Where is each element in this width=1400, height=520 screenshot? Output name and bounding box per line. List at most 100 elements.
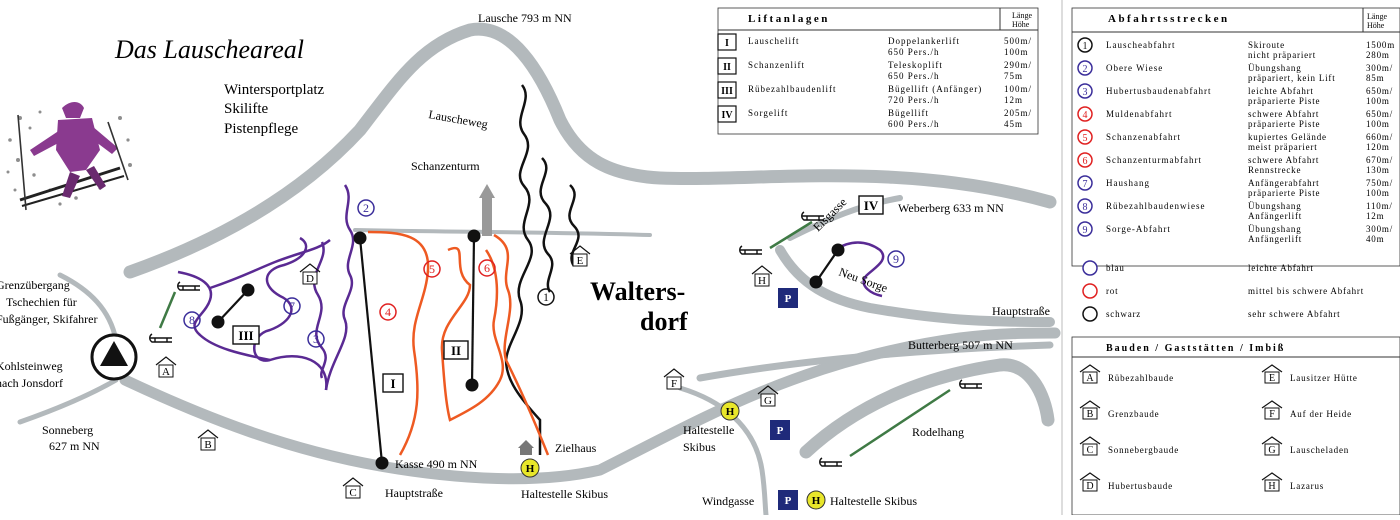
label-haltestelle-2a: Haltestelle [683, 423, 734, 437]
lift-id-box [717, 33, 737, 51]
run-detail: Anfängerabfahrt [1248, 178, 1319, 188]
label-windgasse: Windgasse [702, 494, 754, 508]
label-lauscheweg: Lauscheweg [427, 107, 489, 131]
lift-1-top [353, 231, 367, 245]
run-number-circle [1077, 60, 1093, 76]
label-neu-sorge: Neu Sorge [837, 265, 890, 296]
lift-id: I [725, 38, 729, 49]
run-number: 2 [1083, 64, 1088, 75]
run-number-circle [1077, 106, 1093, 122]
run-name: Rübezahlbaudenwiese [1106, 201, 1205, 211]
sled-icon [149, 333, 172, 343]
lift-3-line [217, 289, 249, 323]
svg-text:B: B [204, 439, 211, 451]
lift-detail: 650 Pers./h [888, 71, 940, 81]
run-name: Lauscheabfahrt [1106, 40, 1175, 50]
hut-icon [1264, 407, 1280, 420]
lift-3-bottom [211, 315, 225, 329]
hut-letter: C [1087, 445, 1094, 456]
bauden-name: Grenzbaude [1108, 409, 1159, 419]
run-name: Obere Wiese [1106, 63, 1163, 73]
schanzenturm-icon [479, 184, 495, 236]
hut-letter: F [1269, 409, 1275, 420]
bauden-name: Hubertusbaude [1108, 481, 1173, 491]
lift-detail: 650 Pers./h [888, 47, 940, 57]
map-title: Das Lauscheareal [114, 35, 304, 64]
legend-label: rot [1106, 286, 1118, 296]
lift-detail: Doppelankerlift [888, 36, 960, 46]
town-label-2: dorf [640, 307, 688, 336]
legend-circle [1082, 306, 1098, 322]
run-marker-9: 9 [893, 252, 899, 266]
run-number: 4 [1083, 110, 1088, 121]
run-marker-5: 5 [429, 262, 435, 276]
run-number-circle [1077, 129, 1093, 145]
hut-letter: H [1268, 481, 1275, 492]
hut-icon-g: G [757, 385, 779, 407]
sleds [149, 211, 982, 467]
run-name: Muldenabfahrt [1106, 109, 1172, 119]
label-grenz-3: Fußgänger, Skifahrer [0, 312, 98, 326]
parking-icons: P P P [770, 288, 798, 510]
run-marker-8: 8 [189, 313, 195, 327]
hut-icon-b: B [197, 429, 219, 451]
run-7-blue [253, 236, 328, 391]
lift-id: III [721, 86, 733, 97]
hut-icon [1082, 443, 1098, 456]
run-number: 7 [1083, 179, 1088, 190]
run-number-circle [1077, 37, 1093, 53]
run-detail: nicht präpariert [1248, 50, 1316, 60]
lift-table-col-length: Länge [1012, 11, 1032, 20]
hut-icon-e: E [569, 245, 591, 267]
sled-line-3 [849, 388, 951, 458]
label-lausche: Lausche 793 m NN [478, 11, 572, 25]
lift-measure: 500m/ [1004, 36, 1032, 46]
blue-runs [177, 184, 885, 391]
label-haltestelle-2b: Skibus [683, 440, 716, 454]
run-3-blue [312, 241, 327, 379]
bauden-name: Rübezahlbaude [1108, 373, 1174, 383]
lift-detail: Teleskoplift [888, 60, 943, 70]
label-weberberg: Weberberg 633 m NN [898, 201, 1004, 215]
hut-icon [1082, 371, 1098, 384]
sled-line-1 [158, 291, 177, 329]
lift-detail: 600 Pers./h [888, 119, 940, 129]
lift-marker-2: II [451, 343, 461, 358]
run-detail: Skiroute [1248, 40, 1285, 50]
hut-letter: E [1269, 373, 1275, 384]
label-rodelhang: Rodelhang [912, 425, 964, 439]
hut-icon [1264, 371, 1280, 384]
road-weberberg-spur [787, 195, 903, 241]
run-marker-2: 2 [363, 201, 369, 215]
svg-text:C: C [349, 487, 356, 499]
run-marker-1: 1 [543, 290, 549, 304]
run-detail: leichte Abfahrt [1248, 86, 1314, 96]
run-detail: Übungshang [1248, 224, 1302, 234]
hut-letter: G [1268, 445, 1275, 456]
run-measure: 650m/ [1366, 86, 1393, 96]
run-detail: präparierte Piste [1248, 96, 1320, 106]
run-measure: 300m/ [1366, 224, 1393, 234]
road-rodelhang [799, 358, 1055, 459]
run-detail: präpariert, kein Lift [1248, 73, 1336, 83]
sled-icon [959, 379, 982, 389]
intro-line-1: Wintersportplatz [224, 82, 325, 98]
lift-measure: 100m [1004, 47, 1029, 57]
lift-table-col-height: Höhe [1012, 20, 1030, 29]
svg-text:G: G [764, 395, 772, 407]
run-2-blue [324, 184, 355, 391]
run-measure: 650m/ [1366, 109, 1393, 119]
lift-2-top [467, 229, 481, 243]
run-detail: Übungshang [1248, 201, 1302, 211]
run-number: 3 [1083, 87, 1088, 98]
run-8-blue [177, 270, 271, 362]
hut-icon-a: A [155, 356, 177, 378]
run-number-circle [1077, 83, 1093, 99]
label-hauptstrasse-east: Hauptstraße [992, 304, 1050, 318]
legend-label: schwarz [1106, 309, 1141, 319]
